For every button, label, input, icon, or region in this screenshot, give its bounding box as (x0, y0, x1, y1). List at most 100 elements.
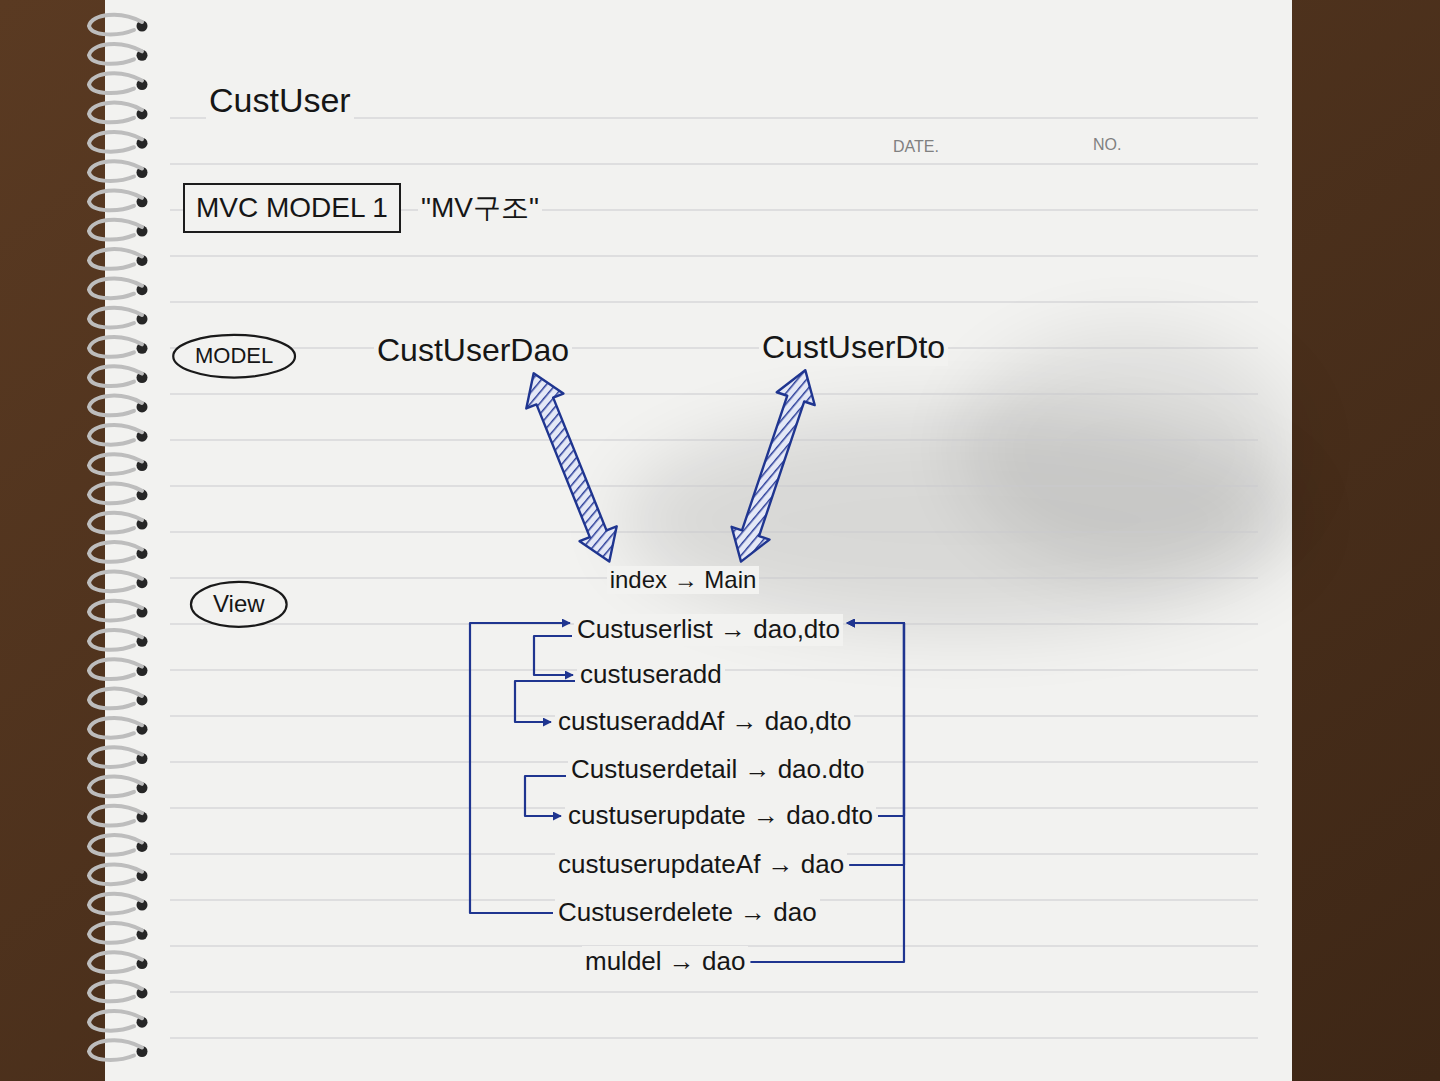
page-item: Custuserlist → dao,dto (572, 612, 845, 647)
spiral-ring (89, 1011, 148, 1031)
spiral-ring (89, 132, 148, 152)
spiral-coil (89, 425, 142, 445)
ruled-line (170, 991, 1258, 992)
spiral-coil (89, 44, 142, 64)
spiral-ring (89, 571, 148, 591)
ruled-line (170, 1037, 1258, 1038)
spiral-ring (89, 73, 148, 93)
spiral-ring (89, 103, 148, 123)
spiral-coil (89, 571, 142, 591)
form-field-label: DATE. (890, 137, 942, 156)
spiral-ring (89, 484, 148, 504)
spiral-coil (89, 630, 142, 650)
spiral-ring (89, 894, 148, 914)
node-text: MODEL (192, 343, 276, 369)
spiral-ring (89, 308, 148, 328)
spiral-coil (89, 542, 142, 562)
flow-arrow (525, 776, 566, 816)
spiral-coil (89, 747, 142, 767)
class-name: CustUserDao (372, 329, 574, 371)
spiral-ring (89, 601, 148, 621)
node-text: CustUserDao (374, 331, 572, 369)
spiral-coil (89, 337, 142, 357)
spiral-ring (89, 366, 148, 386)
spiral-coil (89, 894, 142, 914)
spiral-coil (89, 718, 142, 738)
spiral-ring (89, 220, 148, 240)
spiral-coil (89, 659, 142, 679)
spiral-coil (89, 454, 142, 474)
note-text: "MV구조" (418, 191, 542, 225)
spiral-ring (89, 718, 148, 738)
spiral-coil (89, 191, 142, 211)
spiral-ring (89, 337, 148, 357)
page-item: Custuserdelete → dao (553, 895, 822, 930)
ellipse-shape (191, 582, 287, 627)
ellipse-shape (173, 335, 295, 378)
spiral-ring (89, 777, 148, 797)
spiral-ring (89, 513, 148, 533)
spiral-ring (89, 396, 148, 416)
page-item: custuseradd (575, 657, 727, 692)
double-arrow (732, 370, 815, 561)
page-item: muldel → dao (580, 944, 750, 979)
double-arrow (526, 373, 616, 561)
spiral-coil (89, 396, 142, 416)
flow-arrow (847, 623, 904, 816)
spiral-coil (89, 278, 142, 298)
spiral-ring (89, 835, 148, 855)
node-text: index → Main (607, 566, 760, 595)
spiral-coil (89, 1040, 142, 1060)
spiral-coil (89, 132, 142, 152)
node-text: custuserupdateAf → dao (555, 849, 847, 880)
spiral-ring (89, 747, 148, 767)
spiral-coil (89, 923, 142, 943)
model-badge: MVC MODEL 1 (183, 183, 401, 233)
spiral-ring (89, 1040, 148, 1060)
page-title: CustUser (206, 80, 354, 121)
spiral-coil (89, 601, 142, 621)
spiral-coil (89, 103, 142, 123)
node-text: custuseradd (577, 659, 725, 690)
node-text: custuserupdate → dao.dto (565, 800, 876, 831)
ruled-line (170, 393, 1258, 394)
spiral-coil (89, 835, 142, 855)
page-item: custuserupdateAf → dao (553, 847, 849, 882)
class-name: CustUserDto (757, 326, 950, 368)
layer-ellipse: View (190, 580, 288, 629)
layer-ellipse: MODEL (172, 333, 296, 379)
node-text: muldel → dao (582, 946, 748, 977)
spiral-ring (89, 982, 148, 1002)
page-item: custuseraddAf → dao,dto (553, 704, 856, 739)
spiral-coil (89, 366, 142, 386)
spiral-coil (89, 161, 142, 181)
spiral-coil (89, 308, 142, 328)
spiral-ring (89, 249, 148, 269)
spiral-ring (89, 952, 148, 972)
node-text: custuseraddAf → dao,dto (555, 706, 854, 737)
spiral-coil (89, 689, 142, 709)
form-field-label: NO. (1090, 135, 1124, 154)
node-text: Custuserlist → dao,dto (574, 614, 843, 645)
spiral-coil (89, 777, 142, 797)
spiral-coil (89, 484, 142, 504)
spiral-coil (89, 220, 142, 240)
spiral-ring (89, 191, 148, 211)
spiral-binding (89, 15, 148, 1060)
page-item: Custuserdetail → dao.dto (566, 752, 869, 787)
node-text: MVC MODEL 1 (193, 191, 391, 225)
spiral-coil (89, 982, 142, 1002)
ruled-line (170, 347, 1258, 348)
node-text: CustUserDto (759, 328, 948, 366)
spiral-coil (89, 249, 142, 269)
flow-arrow (534, 636, 573, 675)
page-item: index → Main (605, 564, 762, 597)
spiral-coil (89, 15, 142, 35)
ruled-line (170, 163, 1258, 164)
ruled-line (170, 439, 1258, 440)
spiral-ring (89, 806, 148, 826)
node-text: Custuserdetail → dao.dto (568, 754, 867, 785)
spiral-ring (89, 864, 148, 884)
spiral-ring (89, 15, 148, 35)
spiral-coil (89, 864, 142, 884)
